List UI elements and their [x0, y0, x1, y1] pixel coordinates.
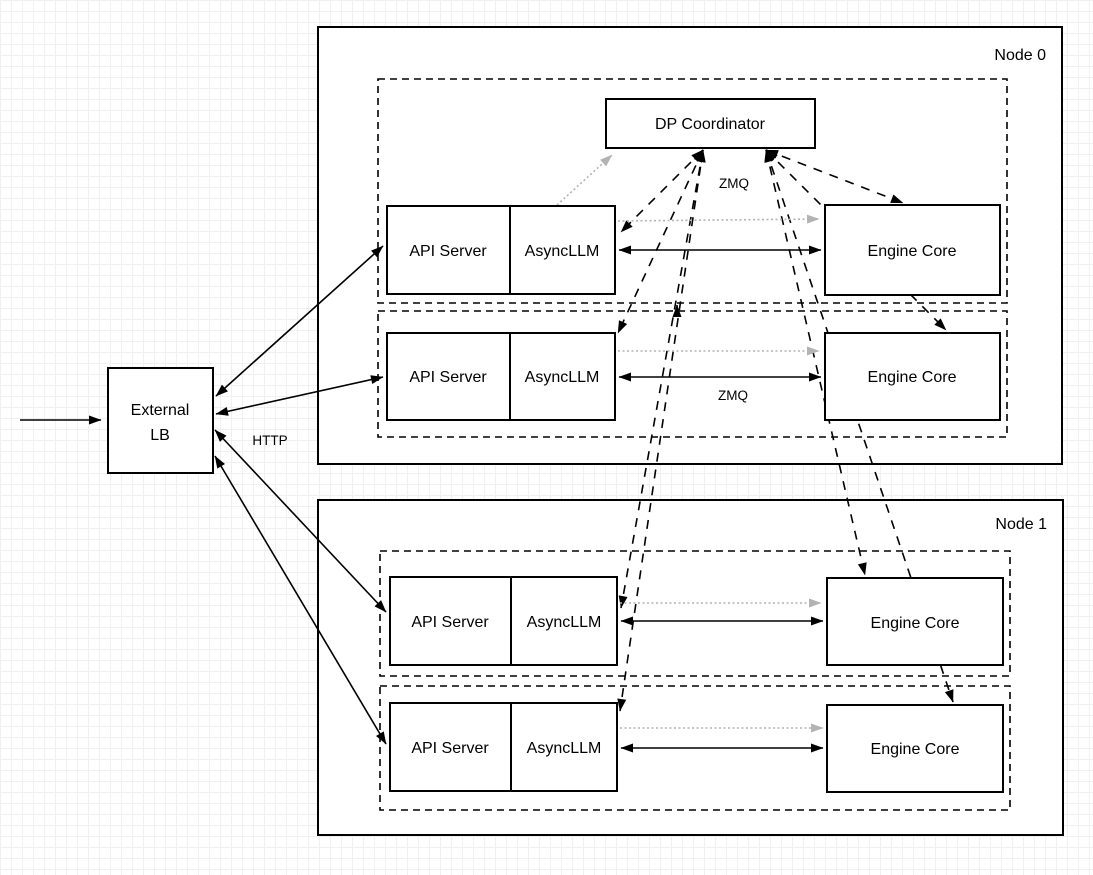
api-server-label: API Server: [409, 369, 487, 386]
engine-core-box-n1r0: Engine Core: [826, 577, 1004, 666]
asyncllm-label: AsyncLLM: [525, 369, 600, 386]
engine-core-label: Engine Core: [868, 369, 957, 386]
api-server-label: API Server: [409, 243, 487, 260]
engine-core-label: Engine Core: [871, 615, 960, 632]
api-server-box-n0r0: API Server AsyncLLM: [386, 205, 616, 295]
node1-title: Node 1: [995, 516, 1047, 533]
external-lb-box: External LB: [107, 367, 214, 474]
edge-coordinator-engine-n1r1: [765, 149, 954, 703]
api-server-box-n1r0: API Server AsyncLLM: [389, 576, 618, 666]
asyncllm-label: AsyncLLM: [525, 243, 600, 260]
external-lb-label-line2: LB: [150, 427, 170, 444]
dp-coordinator-label: DP Coordinator: [655, 116, 766, 133]
edge-dotted-asyncllm-engine-n0r0: [617, 214, 820, 224]
asyncllm-label: AsyncLLM: [527, 614, 602, 631]
external-lb-label-line1: External: [131, 402, 190, 419]
http-edge-label: HTTP: [252, 433, 287, 448]
asyncllm-label: AsyncLLM: [527, 740, 602, 757]
engine-core-label: Engine Core: [871, 741, 960, 758]
api-server-label: API Server: [411, 740, 489, 757]
edge-lb-api-n0r0: [215, 245, 384, 397]
engine-core-box-n0r1: Engine Core: [824, 332, 1001, 421]
engine-core-label: Engine Core: [868, 243, 957, 260]
engine-core-box-n1r1: Engine Core: [826, 704, 1004, 793]
api-server-box-n0r1: API Server AsyncLLM: [386, 332, 616, 421]
edge-lb-api-n1r1: [214, 455, 387, 745]
zmq-engine-label: ZMQ: [718, 388, 748, 403]
edge-lb-api-n0r1: [215, 375, 384, 416]
edge-asyncllm-coordinator-dotted: [556, 154, 613, 206]
api-server-label: API Server: [411, 614, 489, 631]
dp-coordinator-box: DP Coordinator: [605, 98, 816, 149]
zmq-coordinator-label: ZMQ: [719, 176, 749, 191]
api-server-box-n1r1: API Server AsyncLLM: [389, 702, 618, 792]
node0-title: Node 0: [994, 47, 1046, 64]
engine-core-box-n0r0: Engine Core: [824, 204, 1001, 296]
